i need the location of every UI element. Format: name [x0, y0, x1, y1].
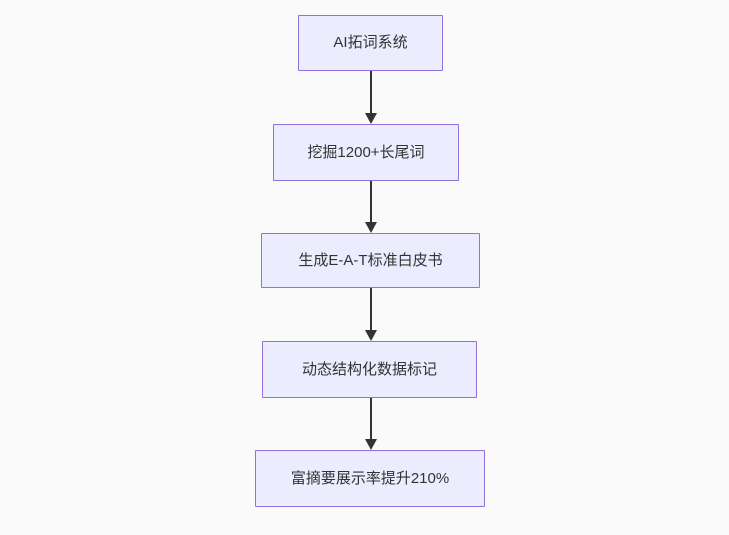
flow-node-label: 挖掘1200+长尾词 — [307, 143, 425, 161]
arrowhead-down-icon — [365, 222, 377, 233]
arrowhead-down-icon — [365, 113, 377, 124]
edge-line-2 — [370, 181, 372, 222]
flow-node-label: 富摘要展示率提升210% — [290, 469, 450, 487]
edge-line-3 — [370, 288, 372, 330]
arrowhead-down-icon — [365, 439, 377, 450]
flow-node-structured-data-markup: 动态结构化数据标记 — [262, 341, 477, 398]
flow-node-longtail-mining: 挖掘1200+长尾词 — [273, 124, 459, 181]
arrowhead-down-icon — [365, 330, 377, 341]
edge-line-1 — [370, 71, 372, 113]
flow-node-eat-whitepaper: 生成E-A-T标准白皮书 — [261, 233, 480, 288]
flow-node-rich-snippet-result: 富摘要展示率提升210% — [255, 450, 485, 507]
flow-node-label: AI拓词系统 — [333, 34, 408, 51]
flow-node-label: 动态结构化数据标记 — [301, 360, 437, 378]
flow-node-ai-keyword-system: AI拓词系统 — [298, 15, 443, 71]
flow-node-label: 生成E-A-T标准白皮书 — [298, 251, 443, 269]
edge-line-4 — [370, 398, 372, 439]
